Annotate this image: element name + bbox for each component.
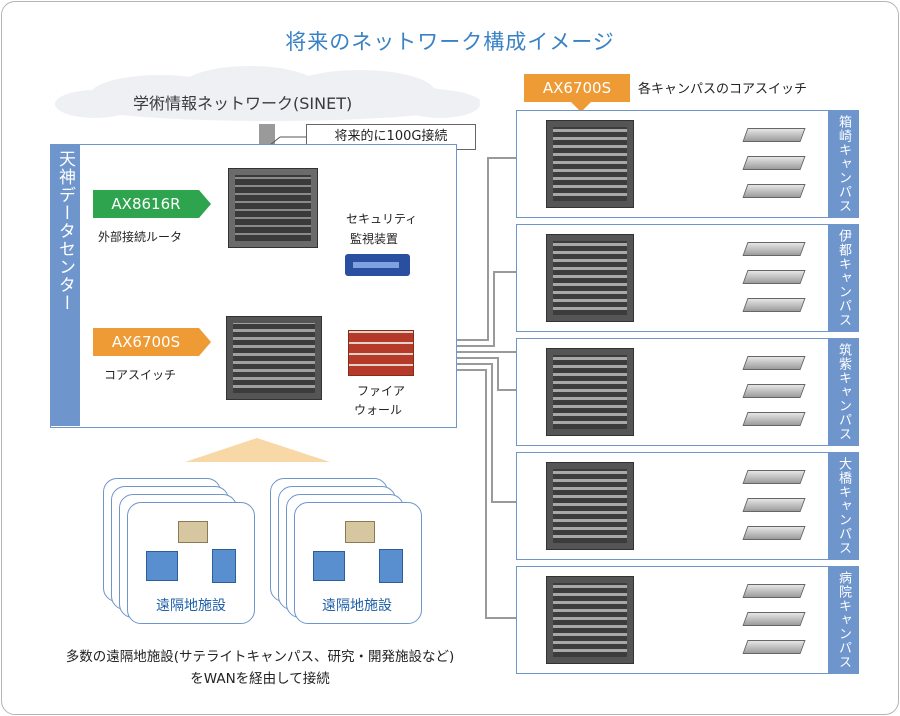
remote-caption-line1: 多数の遠隔地施設(サテライトキャンパス、研究・開発施設など): [65, 649, 455, 665]
server-icon: [742, 640, 806, 654]
server-icon: [742, 356, 806, 370]
router-tag-arrow-icon: [199, 190, 211, 218]
server-icon: [742, 584, 806, 598]
server-icon: [742, 298, 806, 312]
server-icon: [742, 526, 806, 540]
remote-card-right: [294, 502, 422, 624]
remote-card-left: [127, 502, 255, 624]
campus-sidebar: [828, 453, 858, 559]
sinet-cloud-icon: [55, 66, 480, 121]
server-icon: [742, 498, 806, 512]
campus-switch-icon: [546, 234, 634, 322]
campus-tag-arrow-icon: [571, 102, 591, 112]
security-label-1: セキュリティ: [346, 212, 418, 226]
core-switch-icon: [226, 316, 322, 400]
school-building-icon: [178, 521, 208, 543]
uplink-arrow-icon: [185, 438, 330, 462]
campus-switch-tag: AX6700S: [524, 74, 630, 102]
server-icon: [742, 128, 806, 142]
campus-sidebar: [828, 567, 858, 673]
office-building-icon: [146, 551, 178, 581]
campus-label: 伊都キャンパス: [836, 229, 851, 327]
school-building-icon: [345, 521, 375, 543]
router-device-icon: [228, 168, 318, 248]
server-icon: [742, 184, 806, 198]
page-title: 将来のネットワーク構成イメージ: [285, 30, 615, 54]
server-icon: [742, 612, 806, 626]
campus-switch-icon: [546, 120, 634, 208]
server-icon: [742, 470, 806, 484]
switch-tag: AX6700S: [93, 328, 199, 356]
office-building-icon: [212, 549, 236, 583]
server-icon: [742, 412, 806, 426]
switch-tag-arrow-icon: [199, 328, 211, 356]
campus-core-desc: 各キャンパスのコアスイッチ: [638, 82, 808, 97]
campus-switch-icon: [546, 348, 634, 436]
campus-switch-icon: [546, 462, 634, 550]
remote-caption-line2: をWANを経由して接続: [190, 671, 330, 687]
campus-switch-icon: [546, 576, 634, 664]
remote-label-left: 遠隔地施設: [156, 598, 226, 614]
campus-sidebar: [828, 225, 858, 331]
router-desc: 外部接続ルータ: [98, 230, 183, 244]
campus-sidebar: [828, 111, 858, 217]
server-icon: [742, 242, 806, 256]
switch-desc: コアスイッチ: [104, 368, 177, 382]
server-icon: [742, 270, 806, 284]
campus-label: 筑紫キャンパス: [836, 343, 851, 441]
security-device-icon: [345, 254, 410, 276]
remote-label-right: 遠隔地施設: [322, 598, 392, 614]
office-building-icon: [313, 551, 345, 581]
datacenter-label: 天神データセンター: [55, 150, 75, 312]
server-icon: [742, 384, 806, 398]
campus-sidebar: [828, 339, 858, 445]
router-tag: AX8616R: [93, 190, 199, 218]
campus-label: 箱崎キャンパス: [836, 115, 851, 213]
firewall-icon: [348, 330, 414, 376]
firewall-label-2: ウォール: [354, 403, 403, 417]
office-building-icon: [379, 549, 403, 583]
security-label-2: 監視装置: [350, 232, 399, 246]
datacenter-sidebar: [50, 144, 80, 426]
server-icon: [742, 156, 806, 170]
sinet-label: 学術情報ネットワーク(SINET): [133, 94, 353, 113]
campus-label: 大橋キャンパス: [836, 457, 851, 555]
firewall-label-1: ファイア: [357, 384, 406, 398]
campus-label: 病院キャンパス: [836, 571, 851, 669]
